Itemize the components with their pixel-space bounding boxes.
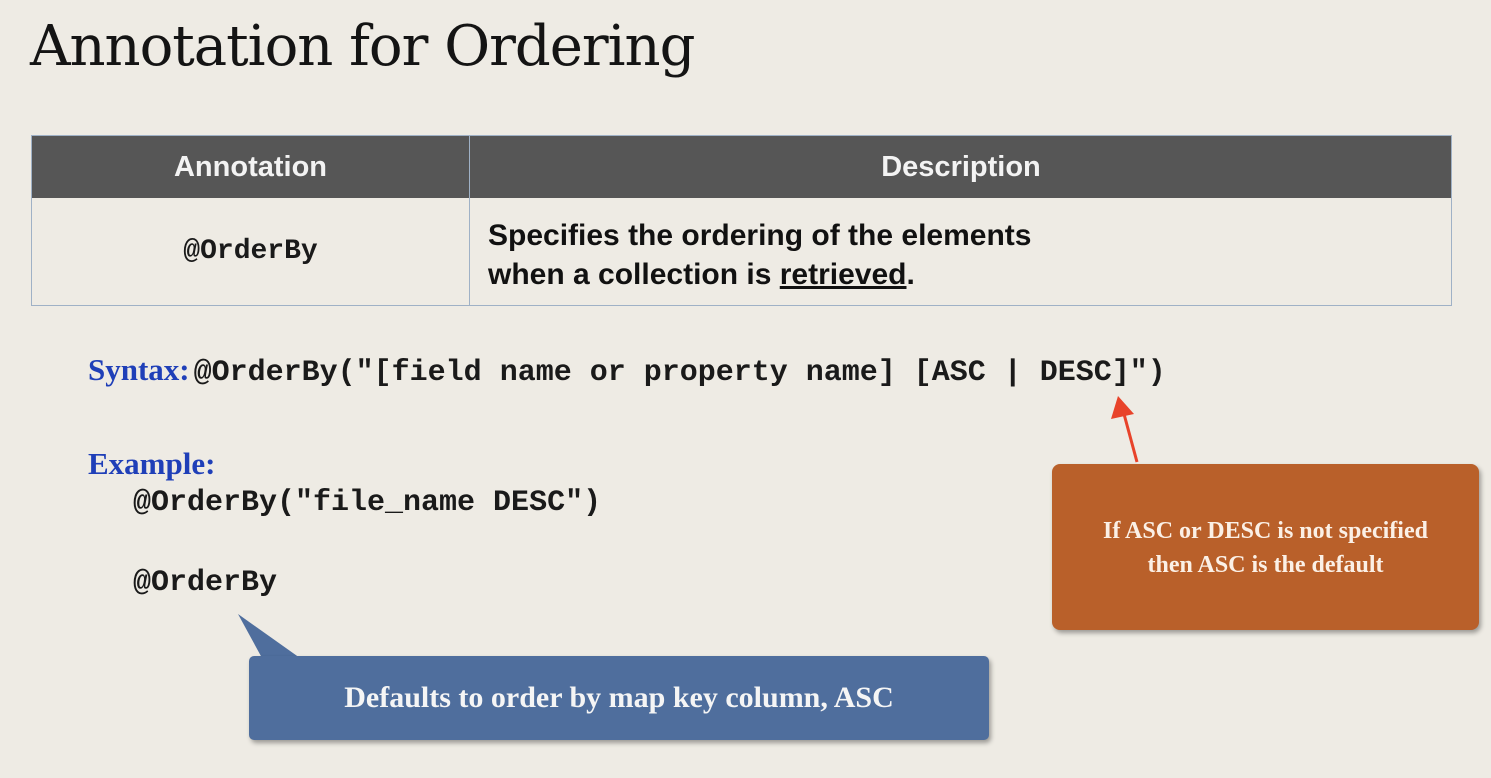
example-code-line-2: @OrderBy	[133, 566, 278, 600]
description-emphasis: retrieved	[779, 258, 907, 291]
annotation-table: Annotation Description @OrderBy Specifie…	[31, 135, 1452, 306]
description-line-2: when a collection is retrieved.	[488, 255, 1428, 294]
blue-callout-tail	[238, 614, 300, 658]
example-code-line-1: @OrderBy("file_name DESC")	[133, 486, 602, 520]
table-cell-description: Specifies the ordering of the elements w…	[488, 216, 1428, 294]
blue-callout: Defaults to order by map key column, ASC	[249, 656, 989, 740]
column-divider	[469, 136, 470, 305]
red-arrow-icon	[1111, 396, 1139, 463]
description-line-2-suffix: .	[906, 258, 915, 291]
slide-title: Annotation for Ordering	[30, 14, 695, 79]
syntax-code: @OrderBy("[field name or property name] …	[193, 356, 1166, 390]
description-line-2-prefix: when a collection is	[488, 258, 780, 291]
orange-callout: If ASC or DESC is not specified then ASC…	[1052, 464, 1479, 630]
orange-callout-line-1: If ASC or DESC is not specified	[1103, 518, 1428, 544]
table-header-annotation: Annotation	[173, 151, 327, 183]
example-label: Example:	[88, 446, 216, 481]
syntax-label: Syntax:	[88, 352, 190, 387]
table-header-row: Annotation Description	[32, 136, 1451, 198]
table-header-description: Description	[881, 151, 1041, 183]
syntax-line: Syntax: @OrderBy("[field name or propert…	[88, 352, 1166, 390]
description-line-1: Specifies the ordering of the elements	[488, 219, 1032, 252]
orange-callout-line-2: then ASC is the default	[1147, 552, 1384, 578]
table-cell-annotation: @OrderBy	[183, 236, 318, 267]
